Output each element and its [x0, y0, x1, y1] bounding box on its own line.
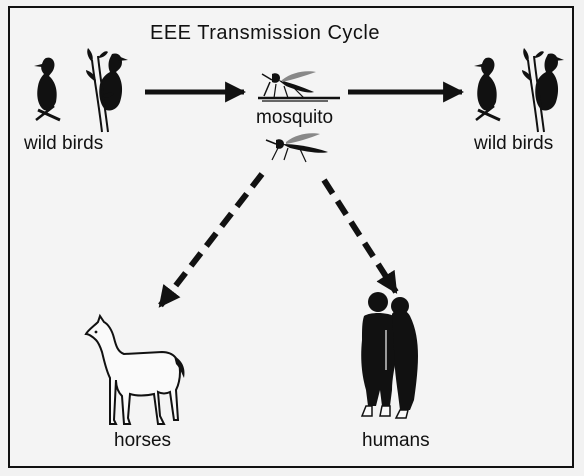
mosquito-icon	[265, 133, 328, 163]
mosquito-icon	[258, 71, 340, 102]
node-label-wild-birds-left: wild birds	[24, 133, 104, 154]
bird-icon	[34, 57, 61, 122]
horse-icon	[84, 313, 185, 425]
node-label-wild-birds-right: wild birds	[474, 133, 554, 154]
node-label-mosquito: mosquito	[256, 107, 334, 128]
node-label-humans: humans	[362, 430, 430, 451]
humans-icon	[360, 292, 418, 419]
bird-icon	[474, 57, 501, 122]
heron-icon	[522, 48, 564, 133]
arrow-mosquito-to-horses	[157, 172, 265, 308]
arrow-mosquito-to-humans	[321, 178, 399, 294]
heron-icon	[86, 48, 128, 133]
diagram-title: EEE Transmission Cycle	[150, 22, 380, 44]
node-label-horses: horses	[114, 430, 172, 451]
